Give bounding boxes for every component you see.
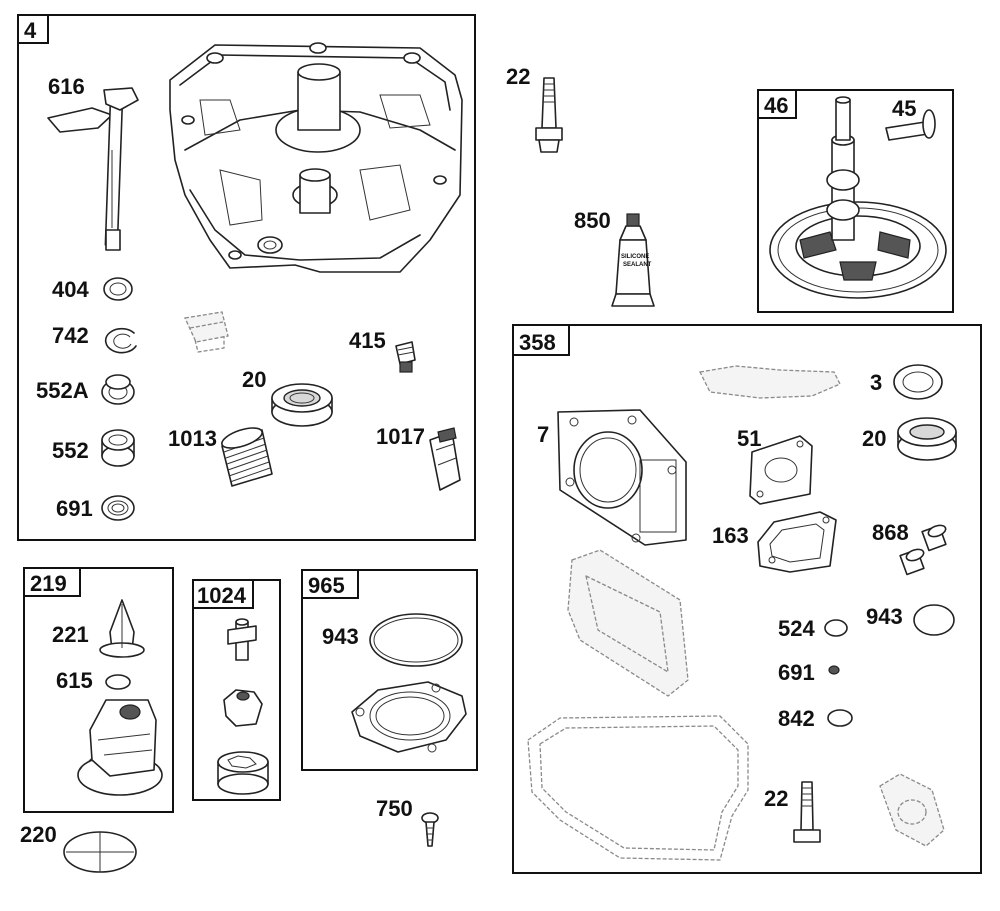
box-46-tab — [757, 89, 797, 119]
sealant-text-2: SEALANT — [623, 262, 652, 268]
label-552: 552 — [52, 438, 89, 463]
box-358-tab — [512, 324, 570, 356]
bolt-22-box358 — [793, 781, 821, 843]
label-221: 221 — [52, 622, 89, 647]
gasket-163 — [757, 511, 837, 573]
crankcase-cover — [169, 42, 463, 273]
seal-691 — [101, 495, 135, 521]
label-943-box965: 943 — [322, 624, 359, 649]
label-1017: 1017 — [376, 424, 425, 449]
label-615: 615 — [56, 668, 93, 693]
pump-outer-rotor — [217, 751, 269, 795]
disc-220 — [63, 831, 137, 873]
oil-seal-20-box358 — [897, 417, 957, 461]
label-943-box358: 943 — [866, 604, 903, 629]
retaining-ring-742 — [104, 327, 137, 354]
label-415: 415 — [349, 328, 386, 353]
box-46-label: 46 — [764, 93, 788, 118]
oring-524 — [824, 619, 848, 637]
label-404: 404 — [52, 277, 89, 302]
label-1013: 1013 — [168, 426, 217, 451]
governor-gear-assembly — [77, 699, 163, 796]
ghost-flange — [879, 773, 945, 847]
head-gasket-7 — [557, 409, 687, 546]
box-219-tab — [23, 567, 81, 597]
group-box-1024: 1024 — [192, 579, 281, 801]
ghost-plug — [184, 311, 229, 353]
pump-inner-rotor — [223, 689, 263, 727]
sealant-text-1: SILICONE — [621, 254, 649, 260]
label-616: 616 — [48, 74, 85, 99]
label-524: 524 — [778, 616, 815, 641]
label-850: 850 — [574, 208, 611, 233]
label-3: 3 — [870, 370, 882, 395]
label-742: 742 — [52, 323, 89, 348]
label-22-top: 22 — [506, 64, 530, 89]
oring-842 — [827, 709, 853, 727]
box-965-label: 965 — [308, 573, 345, 598]
label-552a: 552A — [36, 378, 89, 403]
box-965-tab — [301, 569, 359, 599]
label-20-box358: 20 — [862, 426, 886, 451]
label-163: 163 — [712, 523, 749, 548]
group-box-358: 358 — [512, 324, 982, 874]
gasket-51 — [749, 435, 813, 505]
box-219-frame — [23, 567, 174, 813]
oil-seal-20-box4 — [271, 383, 333, 427]
governor-shaft-616 — [47, 87, 139, 251]
label-691-box358: 691 — [778, 660, 815, 685]
pump-shaft — [227, 618, 257, 661]
box-1024-label: 1024 — [197, 583, 247, 608]
box-358-label: 358 — [519, 330, 556, 355]
box-4-tab — [17, 14, 49, 44]
bushing-552a — [101, 374, 135, 405]
spring-1013 — [221, 427, 273, 487]
washer-404 — [103, 277, 133, 301]
label-20-box4: 20 — [242, 367, 266, 392]
box-4-label: 4 — [24, 18, 37, 43]
oring-943-box965 — [369, 613, 463, 667]
label-750: 750 — [376, 796, 413, 821]
bushing-552 — [101, 429, 135, 467]
box-219-label: 219 — [30, 571, 67, 596]
box-965-frame — [301, 569, 478, 771]
camshaft-46 — [769, 96, 947, 299]
group-box-4: 4 — [17, 14, 476, 541]
sealant-tube-850: SILICONE SEALANT — [611, 213, 655, 307]
label-7: 7 — [537, 422, 549, 447]
box-4-frame — [17, 14, 476, 541]
box-1024-tab — [192, 579, 254, 609]
breather-1017 — [429, 427, 461, 491]
bolt-22-top — [535, 77, 563, 153]
label-45: 45 — [892, 96, 916, 121]
label-842: 842 — [778, 706, 815, 731]
ghost-gasket-top — [699, 365, 841, 399]
ghost-rocker-gasket — [567, 549, 689, 697]
box-46-frame — [757, 89, 954, 313]
label-51: 51 — [737, 426, 761, 451]
pin-45 — [885, 109, 936, 141]
group-box-46: 46 — [757, 89, 954, 313]
washer-615 — [105, 674, 131, 690]
seal-3 — [893, 364, 943, 400]
filter-adapter-gasket — [351, 681, 467, 753]
ghost-base-gasket — [527, 715, 749, 861]
plug-415 — [395, 341, 416, 373]
label-22-box358: 22 — [764, 786, 788, 811]
label-691-box4: 691 — [56, 496, 93, 521]
oring-943-box358 — [913, 604, 955, 636]
group-box-219: 219 — [23, 567, 174, 813]
oring-691-box358 — [828, 665, 840, 675]
label-868: 868 — [872, 520, 909, 545]
dowel-pins-868 — [899, 524, 947, 576]
box-358-frame — [512, 324, 982, 874]
screw-750 — [421, 812, 439, 847]
label-220: 220 — [20, 822, 57, 847]
group-box-965: 965 — [301, 569, 478, 771]
governor-pin-221 — [99, 599, 145, 658]
